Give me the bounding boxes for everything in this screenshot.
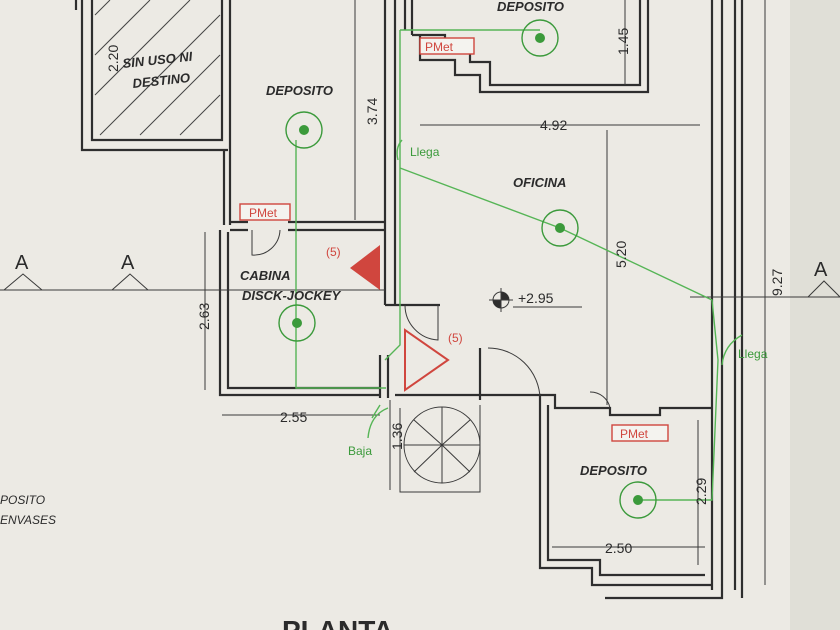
hatch-sin-uso xyxy=(94,0,221,136)
wire-llega-2 xyxy=(721,334,743,366)
extinguisher-count: (5) xyxy=(326,245,341,259)
dim-5-20: 5.20 xyxy=(613,241,629,268)
dimension-lines xyxy=(204,0,766,585)
light-icon xyxy=(278,304,316,342)
plan-title: PLANTA xyxy=(282,615,393,630)
pmet-box xyxy=(419,37,475,55)
dim-1-45: 1.45 xyxy=(615,28,631,55)
light-icon xyxy=(619,481,657,519)
dim-2-55: 2.55 xyxy=(280,409,307,425)
dim-3-74: 3.74 xyxy=(364,98,380,125)
wire-oficina xyxy=(399,167,719,501)
door-right-deposit xyxy=(589,391,611,409)
wall-right-inner-2 xyxy=(605,0,724,600)
section-mark: A xyxy=(814,259,828,281)
pmet-label: PMet xyxy=(620,427,649,441)
label-oficina: OFICINA xyxy=(513,175,566,190)
extinguisher-count: (5) xyxy=(448,331,463,345)
wall-sin-uso-outer xyxy=(80,0,228,152)
pmet-label: PMet xyxy=(249,206,278,220)
level-marker xyxy=(489,288,582,312)
label-sin-uso-2: DESTINO xyxy=(132,70,191,91)
dim-4-92: 4.92 xyxy=(540,117,567,133)
wire-baja-arc xyxy=(367,407,389,439)
extinguisher-icon xyxy=(350,245,380,290)
label-deposito-bottom-right: DEPOSITO xyxy=(580,463,647,478)
wire-left xyxy=(295,140,386,389)
wall-cabina-outer xyxy=(218,230,380,397)
light-fixtures xyxy=(278,19,657,519)
light-icon xyxy=(521,19,559,57)
label-cabina-1: CABINA xyxy=(240,268,291,283)
wall-cabina-right xyxy=(378,355,390,398)
llega-label: Llega xyxy=(738,347,768,361)
pmet-box xyxy=(611,424,669,442)
section-mark: A xyxy=(15,252,29,274)
wall-top-deposit-2 xyxy=(418,0,650,94)
electrical-wiring xyxy=(295,29,743,501)
section-cuts xyxy=(0,273,840,298)
section-arrow-1 xyxy=(2,273,44,291)
wall-sin-uso-inner xyxy=(90,0,224,142)
paper-shadow xyxy=(790,0,840,630)
dim-2-29: 2.29 xyxy=(693,478,709,505)
wall-right-deposit-left xyxy=(546,405,705,577)
door-oficina xyxy=(404,304,439,341)
dim-2-50: 2.50 xyxy=(605,540,632,556)
dim-1-36: 1.36 xyxy=(389,423,405,450)
spiral-stair xyxy=(399,405,481,493)
wire-center xyxy=(384,30,401,361)
wall-right-deposit-left-2 xyxy=(538,400,712,587)
label-deposito-left: DEPOSITO xyxy=(266,83,333,98)
light-icon xyxy=(285,111,323,149)
label-deposito-top: DEPOSITO xyxy=(497,0,564,14)
llega-label: Llega xyxy=(410,145,440,159)
level-value: +2.95 xyxy=(518,290,554,306)
dim-2-63: 2.63 xyxy=(196,303,212,330)
door-deposito xyxy=(251,229,281,256)
doors xyxy=(251,229,611,409)
baja-label: Baja xyxy=(348,444,372,458)
light-icon xyxy=(541,209,579,247)
pmet-label: PMet xyxy=(425,40,454,54)
label-deposito-envases-1: POSITO xyxy=(0,493,45,507)
label-deposito-envases-2: ENVASES xyxy=(0,513,56,527)
wall-right-deposit-top xyxy=(540,393,712,417)
section-arrow-3 xyxy=(806,280,840,298)
dim-9-27: 9.27 xyxy=(769,269,785,296)
section-mark: A xyxy=(121,252,135,274)
dim-2-20: 2.20 xyxy=(105,45,121,72)
wire-baja xyxy=(371,404,381,419)
pmet-box xyxy=(239,203,291,221)
label-cabina-2: DISCK-JOCKEY xyxy=(242,288,342,303)
section-arrow-2 xyxy=(110,273,150,291)
wire-llega-1 xyxy=(396,139,403,161)
label-sin-uso-1: SIN USO NI xyxy=(122,49,194,71)
extinguisher-icon xyxy=(404,328,450,392)
door-lower xyxy=(487,347,541,399)
